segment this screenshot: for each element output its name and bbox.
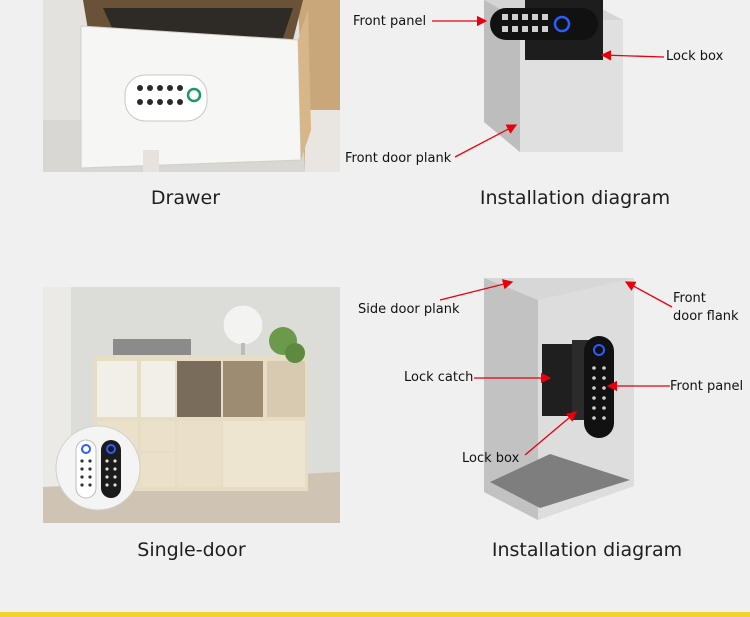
drawer-caption: Drawer — [150, 187, 221, 209]
label-front-panel: Front panel — [353, 14, 427, 29]
installation-diagram-caption-bottom: Installation diagram — [491, 539, 683, 561]
label-lock-box-bottom: Lock box — [462, 451, 520, 466]
label-front-door-flank-line1: Front — [673, 291, 706, 306]
label-front-door-flank-line2: door flank — [673, 309, 739, 324]
installation-diagram-caption-top: Installation diagram — [479, 187, 671, 209]
label-lock-catch: Lock catch — [404, 370, 474, 385]
drawer-photo — [43, 0, 340, 172]
label-side-door-plank: Side door plank — [358, 302, 460, 317]
label-lock-box: Lock box — [666, 49, 724, 64]
single-door-photo — [43, 287, 340, 523]
single-door-installation-diagram — [350, 260, 750, 530]
drawer-installation-diagram — [340, 0, 750, 180]
label-front-panel-bottom: Front panel — [670, 379, 744, 394]
accent-bar — [0, 612, 750, 617]
single-door-caption: Single-door — [137, 539, 246, 561]
label-front-door-plank: Front door plank — [345, 151, 452, 166]
